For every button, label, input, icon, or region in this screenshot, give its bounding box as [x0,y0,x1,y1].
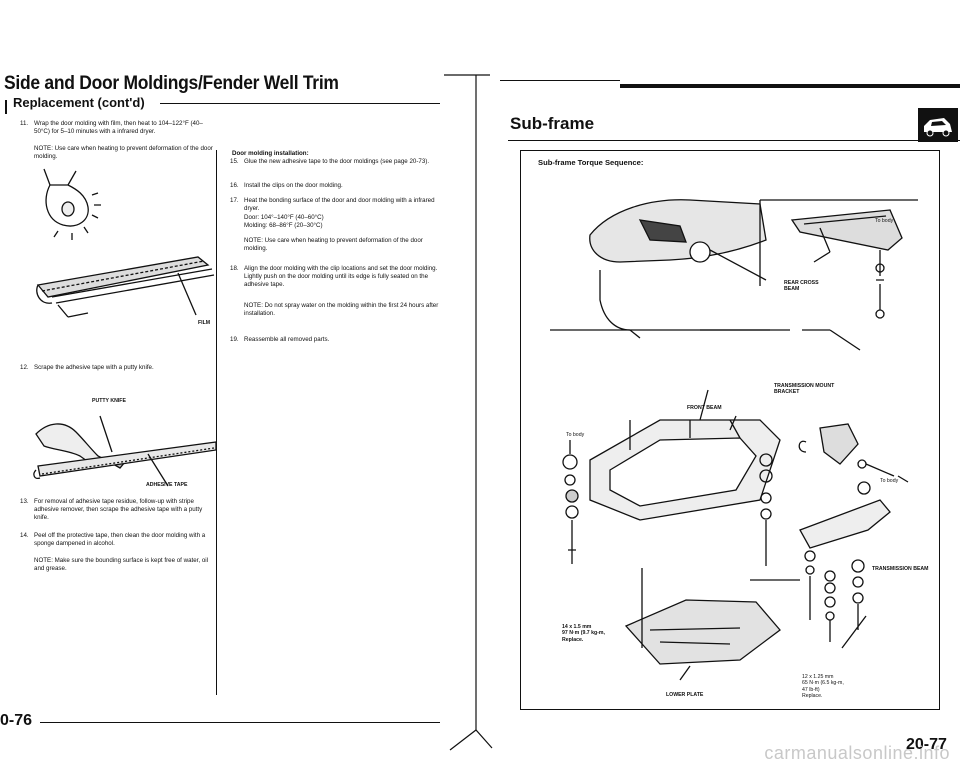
car-icon [924,118,952,137]
step-17-door: Door: 104°–140°F (40–60°C) [244,214,324,221]
subframe-assembly-illustration [562,389,909,681]
label-transmission-mount-bracket: TRANSMISSION MOUNT BRACKET [774,383,835,396]
step-17: 17. Heat the bonding surface of the door… [230,197,435,213]
label-rear-cross-beam: REAR CROSS BEAM [784,280,819,293]
step-19: 19. Reassemble all removed parts. [230,336,330,343]
vehicle-body-illustration [550,199,918,351]
page-number-right: 20-77 [906,736,947,753]
step-16: 16. Install the clips on the door moldin… [230,182,343,189]
step-11-note: NOTE: Use care when heating to prevent d… [34,145,213,161]
label-to-body-1: To body [875,218,894,224]
step-15: 15. Glue the new adhesive tape to the do… [230,158,430,165]
footer-rule-left [40,722,440,723]
step-14: 14. Peel off the protective tape, then c… [20,532,206,548]
infrared-dryer-illustration [36,168,215,318]
step-14-note: NOTE: Make sure the bounding surface is … [34,557,209,573]
column-divider-left-page [216,150,217,695]
putty-knife-illustration [33,415,217,487]
step-13: 13. For removal of adhesive tape residue… [20,498,203,522]
step-11: 11. Wrap the door molding with film, the… [20,120,203,136]
label-to-body-2: To body [566,432,585,438]
subtitle-bracket-vertical [5,100,7,114]
subtitle-left: Replacement (cont'd) [13,95,145,110]
diagram-frame [520,150,940,710]
step-17-note: NOTE: Use care when heating to prevent d… [244,237,423,253]
spec-left: 14 x 1.5 mm 97 N·m (9.7 kg-m, Replace. [562,624,605,643]
step-12: 12. Scrape the adhesive tape with a putt… [20,364,154,371]
section-tab [918,108,958,142]
label-front-beam: FRONT BEAM [687,405,722,411]
label-to-body-3: To body [880,478,899,484]
label-transmission-beam: TRANSMISSION BEAM [872,566,929,572]
watermark: carmanualsonline.info [764,743,950,763]
header-bar-thin [500,80,620,81]
torque-sequence-label: Sub-frame Torque Sequence: [538,158,644,167]
label-film: FILM [198,320,211,326]
title-rule-right [508,140,960,142]
page-title-left: Side and Door Moldings/Fender Well Trim [4,73,339,94]
page-title-right: Sub-frame [510,114,595,133]
subtitle-rule [160,103,440,104]
install-heading: Door molding installation: [232,150,309,157]
spec-right: 12 x 1.25 mm 65 N·m (6.5 kg-m, 47 lb-ft)… [802,674,844,700]
step-17-molding: Molding: 68–86°F (20–30°C) [244,222,323,229]
gutter-line [444,74,493,751]
header-bar [620,84,960,88]
step-18: 18. Align the door molding with the clip… [230,265,438,289]
step-18-note: NOTE: Do not spray water on the molding … [244,302,439,318]
label-adhesive-tape: ADHESIVE TAPE [146,482,188,488]
page-number-left: 0-76 [0,712,33,729]
label-putty-knife: PUTTY KNIFE [92,398,126,404]
label-lower-plate: LOWER PLATE [666,692,704,698]
